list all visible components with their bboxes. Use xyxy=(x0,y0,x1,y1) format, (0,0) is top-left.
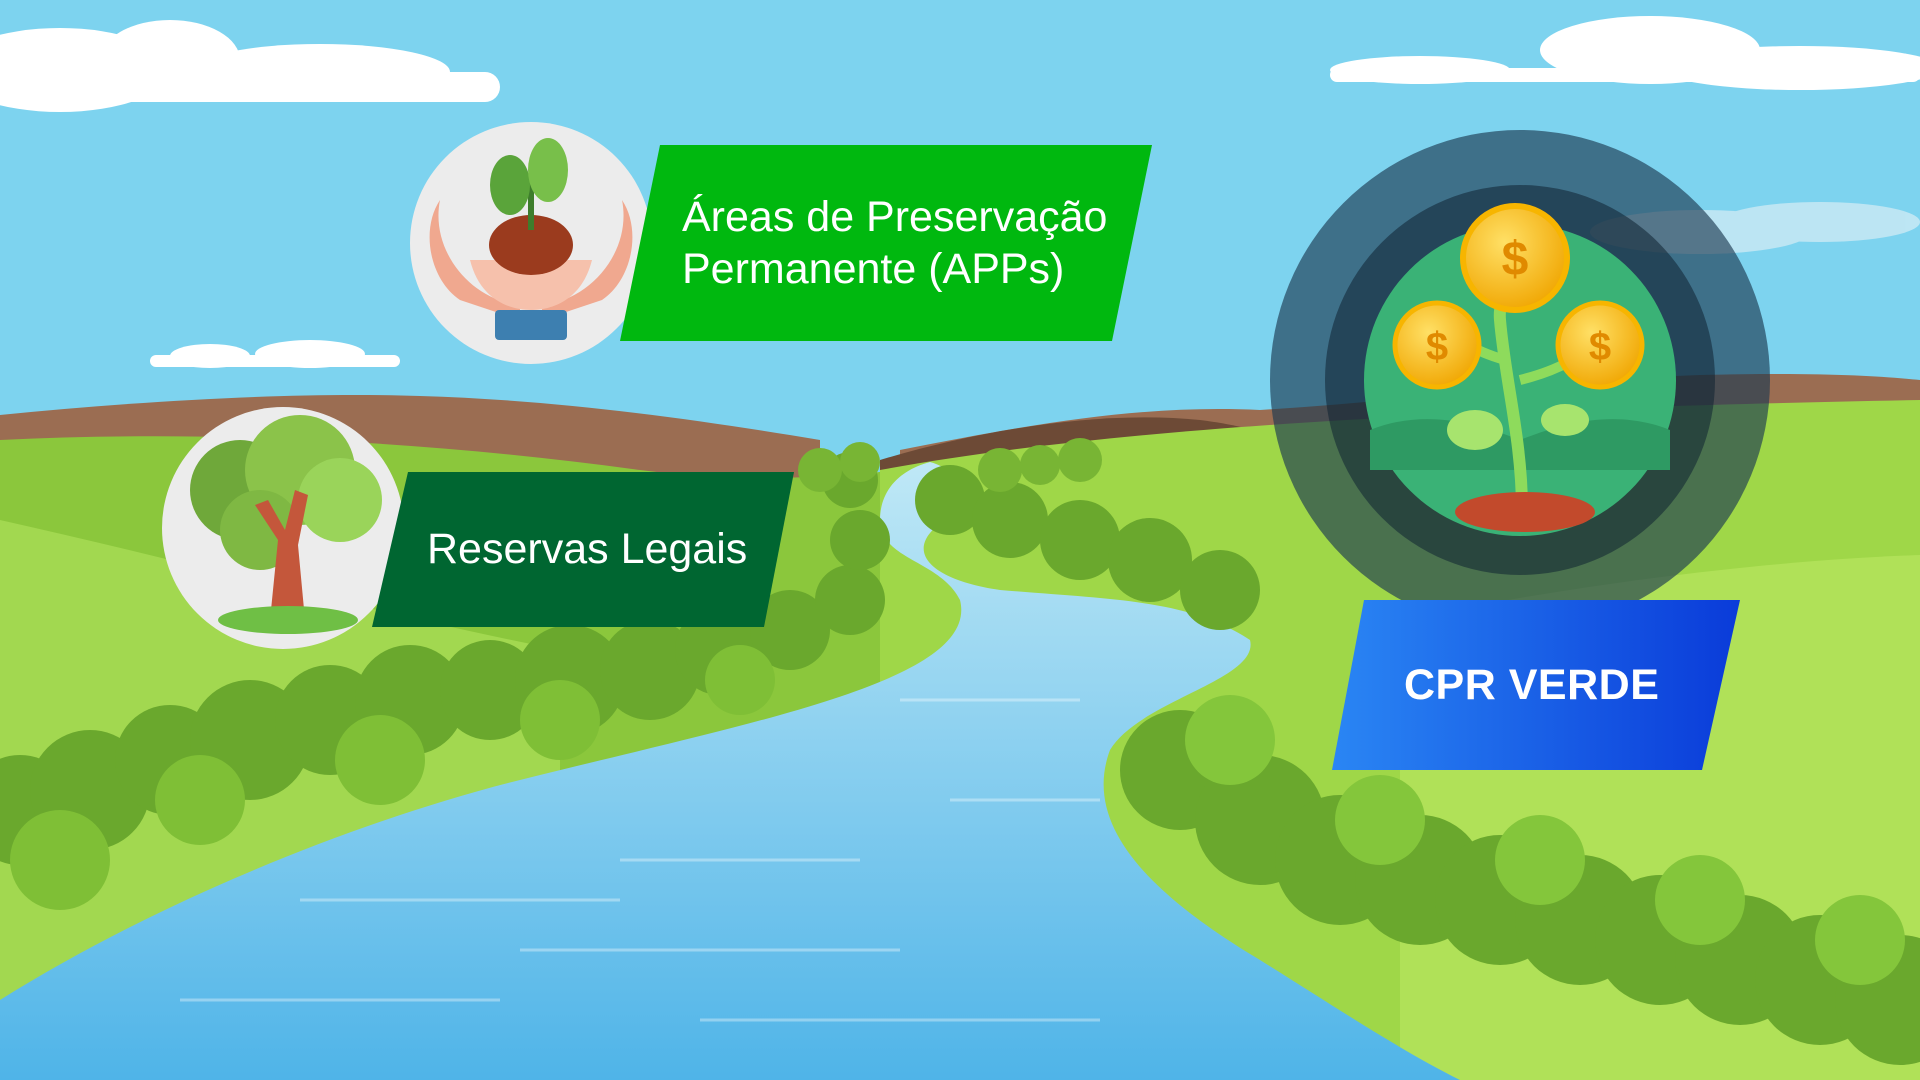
cloud-right xyxy=(1330,16,1920,90)
svg-text:$: $ xyxy=(1502,233,1529,286)
money-plant-icon: $ $ $ xyxy=(1270,130,1770,630)
reservas-legais-text: Reservas Legais xyxy=(427,525,748,573)
tree-icon xyxy=(162,407,404,649)
cpr-verde-label: CPR VERDE xyxy=(1332,600,1740,770)
hands-holding-plant-icon xyxy=(410,122,652,364)
bushes-right-bank-light xyxy=(1185,695,1905,985)
cloud-small xyxy=(150,340,400,368)
apps-label-line1: Áreas de Preservação xyxy=(682,193,1108,241)
bushes-left-bank-light xyxy=(10,645,775,910)
river xyxy=(0,462,1460,1080)
river-ripples xyxy=(180,698,1100,1022)
apps-label: Áreas de Preservação Permanente (APPs) xyxy=(620,145,1152,341)
reservas-legais-label: Reservas Legais xyxy=(372,472,794,627)
bushes-far xyxy=(798,438,1102,492)
cloud-left xyxy=(0,20,500,112)
apps-label-line2: Permanente (APPs) xyxy=(682,245,1065,293)
svg-text:$: $ xyxy=(1426,325,1448,369)
svg-text:$: $ xyxy=(1589,325,1611,369)
cpr-verde-text: CPR VERDE xyxy=(1404,660,1660,709)
